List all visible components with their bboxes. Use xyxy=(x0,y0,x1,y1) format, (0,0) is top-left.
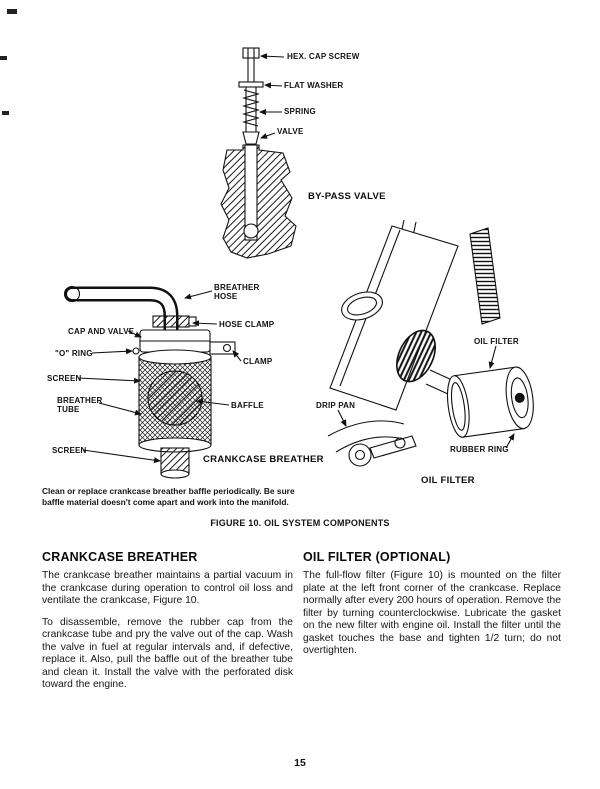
label-valve: VALVE xyxy=(277,127,304,136)
label-breather-tube: BREATHER TUBE xyxy=(57,396,103,415)
bypass-valve-title: BY-PASS VALVE xyxy=(308,191,386,202)
section-oil-filter: OIL FILTER (OPTIONAL) The full-flow filt… xyxy=(303,550,561,667)
label-screen-lower: SCREEN xyxy=(52,446,87,455)
section-heading: OIL FILTER (OPTIONAL) xyxy=(303,550,451,564)
label-spring: SPRING xyxy=(284,107,316,116)
figure-note-line2: baffle material doesn't come apart and w… xyxy=(42,496,289,507)
body-paragraph: The full-flow filter (Figure 10) is moun… xyxy=(303,570,561,657)
label-o-ring: "O" RING xyxy=(55,349,93,358)
crankcase-breather-title: CRANKCASE BREATHER xyxy=(203,454,324,465)
oil-filter-title: OIL FILTER xyxy=(421,475,475,486)
scan-marks xyxy=(0,9,17,115)
label-clamp: CLAMP xyxy=(243,357,273,366)
crankcase-breather-drawing xyxy=(63,285,242,479)
label-breather-hose: BREATHER HOSE xyxy=(214,283,260,302)
label-screen-upper: SCREEN xyxy=(47,374,82,383)
bypass-valve-drawing xyxy=(220,47,297,259)
label-flat-washer: FLAT WASHER xyxy=(284,81,344,90)
body-paragraph: To disassemble, remove the rubber cap fr… xyxy=(42,616,293,691)
label-hose-clamp: HOSE CLAMP xyxy=(219,320,275,329)
figure-caption: FIGURE 10. OIL SYSTEM COMPONENTS xyxy=(210,518,390,528)
label-drip-pan: DRIP PAN xyxy=(316,401,356,410)
label-rubber-ring: RUBBER RING xyxy=(450,445,509,454)
figure-note: Clean or replace crankcase breather baff… xyxy=(42,486,295,508)
label-baffle: BAFFLE xyxy=(231,401,264,410)
oil-filter-drawing xyxy=(327,219,534,467)
figure-note-line1: Clean or replace crankcase breather baff… xyxy=(42,486,295,496)
label-hex-cap-screw: HEX. CAP SCREW xyxy=(287,52,360,61)
section-heading: CRANKCASE BREATHER xyxy=(42,550,198,564)
label-cap-and-valve: CAP AND VALVE xyxy=(68,327,135,336)
section-crankcase-breather: CRANKCASE BREATHER The crankcase breathe… xyxy=(42,550,293,701)
body-paragraph: The crankcase breather maintains a parti… xyxy=(42,570,293,607)
page-number: 15 xyxy=(294,757,306,769)
label-oil-filter: OIL FILTER xyxy=(474,337,519,346)
